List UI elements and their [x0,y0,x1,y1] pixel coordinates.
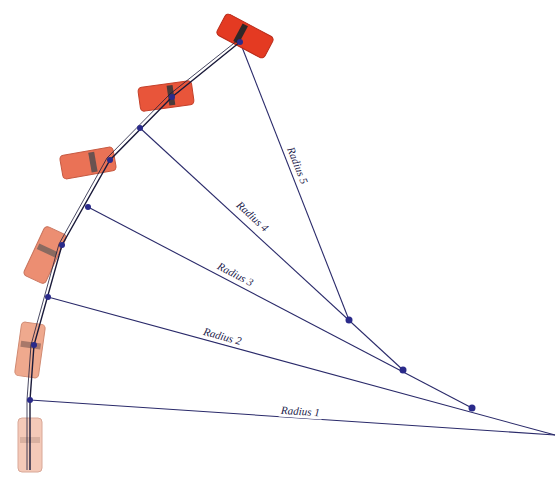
radius-label: Radius 4 [232,197,272,236]
radius-label: Radius 3 [214,259,258,290]
radius-label: Radius 1 [279,403,323,419]
